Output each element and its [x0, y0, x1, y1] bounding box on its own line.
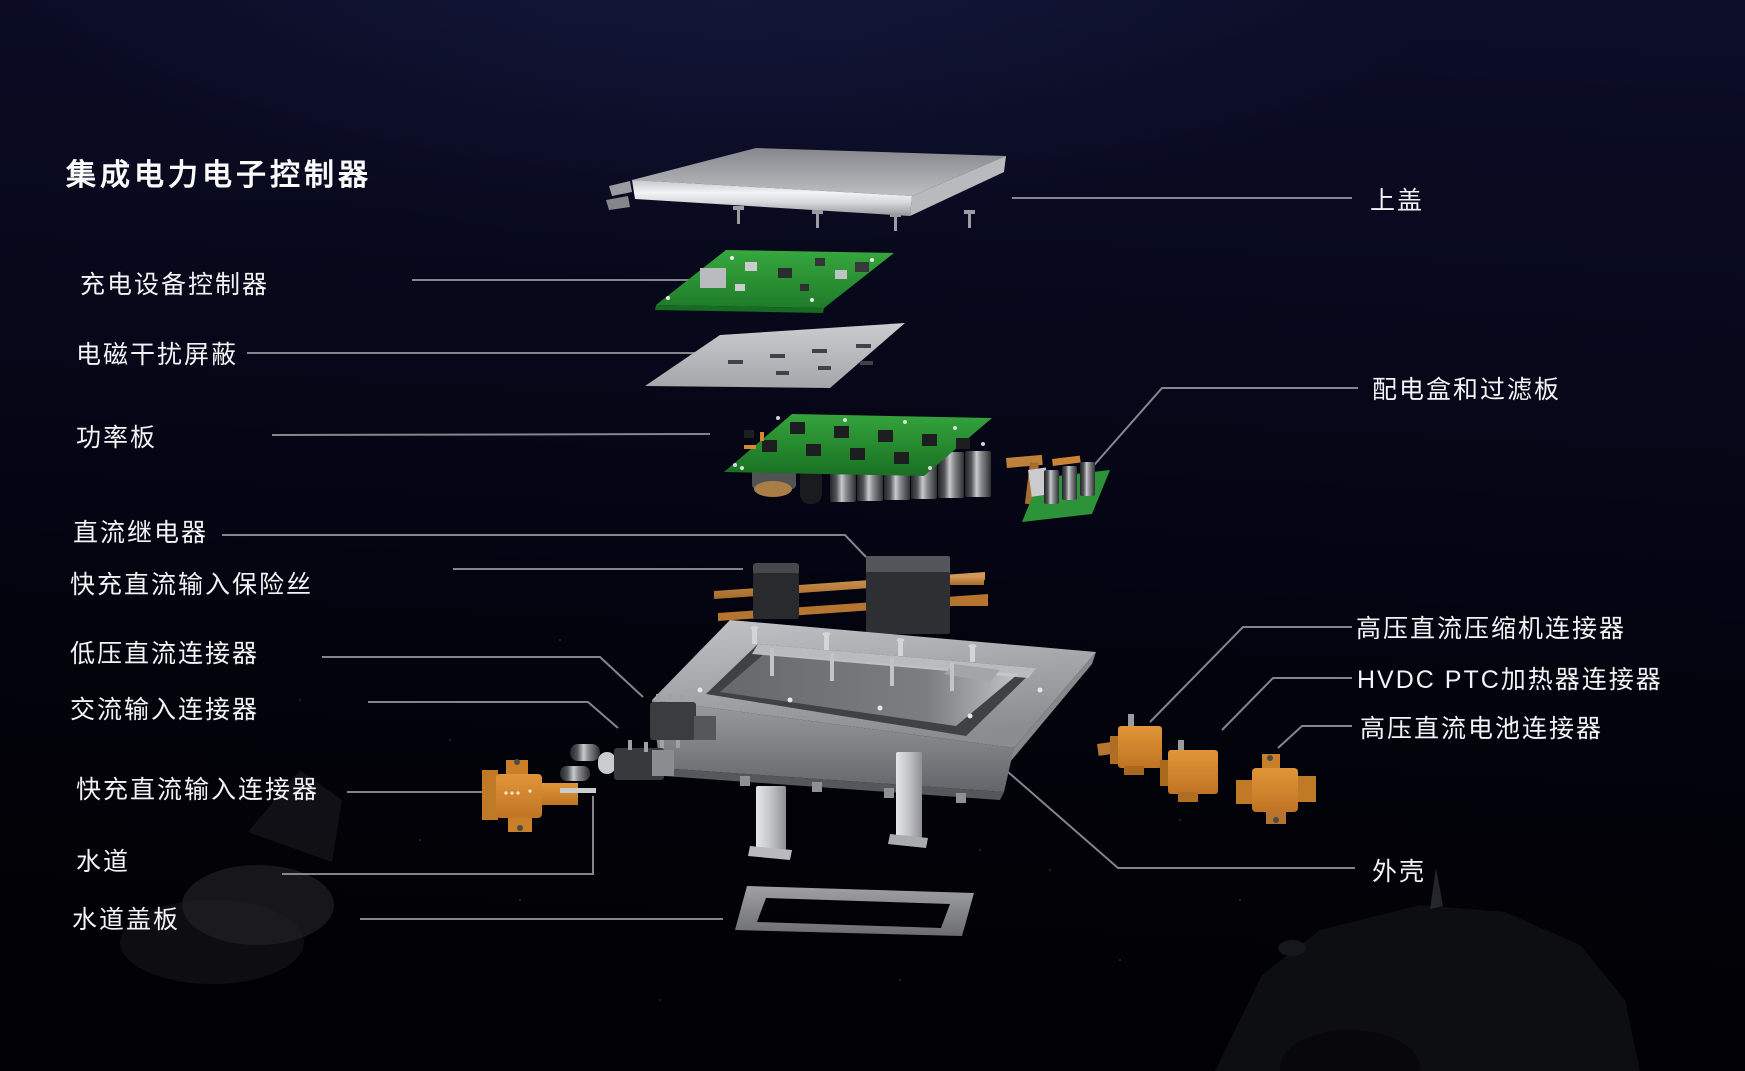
callout-fast-charge-connector: 快充直流输入连接器: [76, 776, 320, 804]
callout-dc-relay: 直流继电器: [73, 519, 209, 547]
callout-distribution-board: 配电盒和过滤板: [1372, 376, 1562, 404]
housing-part: [652, 620, 1096, 860]
background-silhouettes: [120, 538, 1640, 1071]
leader-line-compressor-connector: [1149, 626, 1352, 723]
leader-line-lv-dc-connector: [322, 656, 644, 698]
callout-water-cover: 水道盖板: [72, 906, 181, 934]
water-channel-cover-part: [735, 886, 974, 936]
callout-compressor-connector: 高压直流压缩机连接器: [1356, 615, 1627, 643]
callout-housing: 外壳: [1372, 858, 1427, 886]
callout-emi-shield: 电磁干扰屏蔽: [76, 341, 239, 369]
fast-charge-dc-input-connector-part: [482, 759, 596, 832]
low-voltage-dc-connector-part: [650, 694, 716, 748]
leader-line-distribution-board: [1087, 387, 1358, 473]
hvdc-battery-connector-part: [1236, 754, 1316, 824]
top-cover-part: [606, 148, 1006, 231]
callout-fast-charge-fuse: 快充直流输入保险丝: [70, 571, 314, 599]
callout-lv-dc-connector: 低压直流连接器: [70, 640, 260, 668]
callout-ptc-heater-connector: HVDC PTC加热器连接器: [1357, 666, 1663, 694]
leader-lines: [222, 197, 1358, 920]
callout-ac-input-connector: 交流输入连接器: [70, 696, 260, 724]
leader-line-power-board: [271, 433, 711, 436]
callout-water-channel: 水道: [76, 848, 131, 876]
callout-battery-connector: 高压直流电池连接器: [1360, 715, 1604, 743]
hvdc-ptc-heater-connector-part: [1160, 740, 1218, 802]
callout-power-board: 功率板: [76, 424, 158, 452]
hvdc-compressor-connector-part: [1096, 714, 1162, 775]
ac-input-connector-part: [598, 740, 674, 780]
power-board-part: [724, 414, 992, 504]
distribution-box-filter-board-part: [1005, 454, 1110, 522]
leader-line-dc-relay: [222, 534, 867, 558]
dc-relay-assembly-part: [714, 556, 988, 634]
leader-line-housing: [1007, 771, 1355, 869]
callout-top-cover: 上盖: [1370, 187, 1425, 215]
leader-line-ptc-connector: [1221, 677, 1352, 731]
page-title: 集成电力电子控制器: [66, 159, 372, 192]
emi-shield-part: [645, 323, 905, 388]
leader-line-water-channel: [282, 796, 594, 875]
callout-charger-controller: 充电设备控制器: [80, 271, 270, 299]
metal-bushings-part: [560, 744, 600, 781]
leader-line-ac-input-connector: [368, 701, 619, 729]
charger-controller-board-part: [655, 250, 894, 313]
leader-line-battery-connector: [1277, 725, 1352, 749]
